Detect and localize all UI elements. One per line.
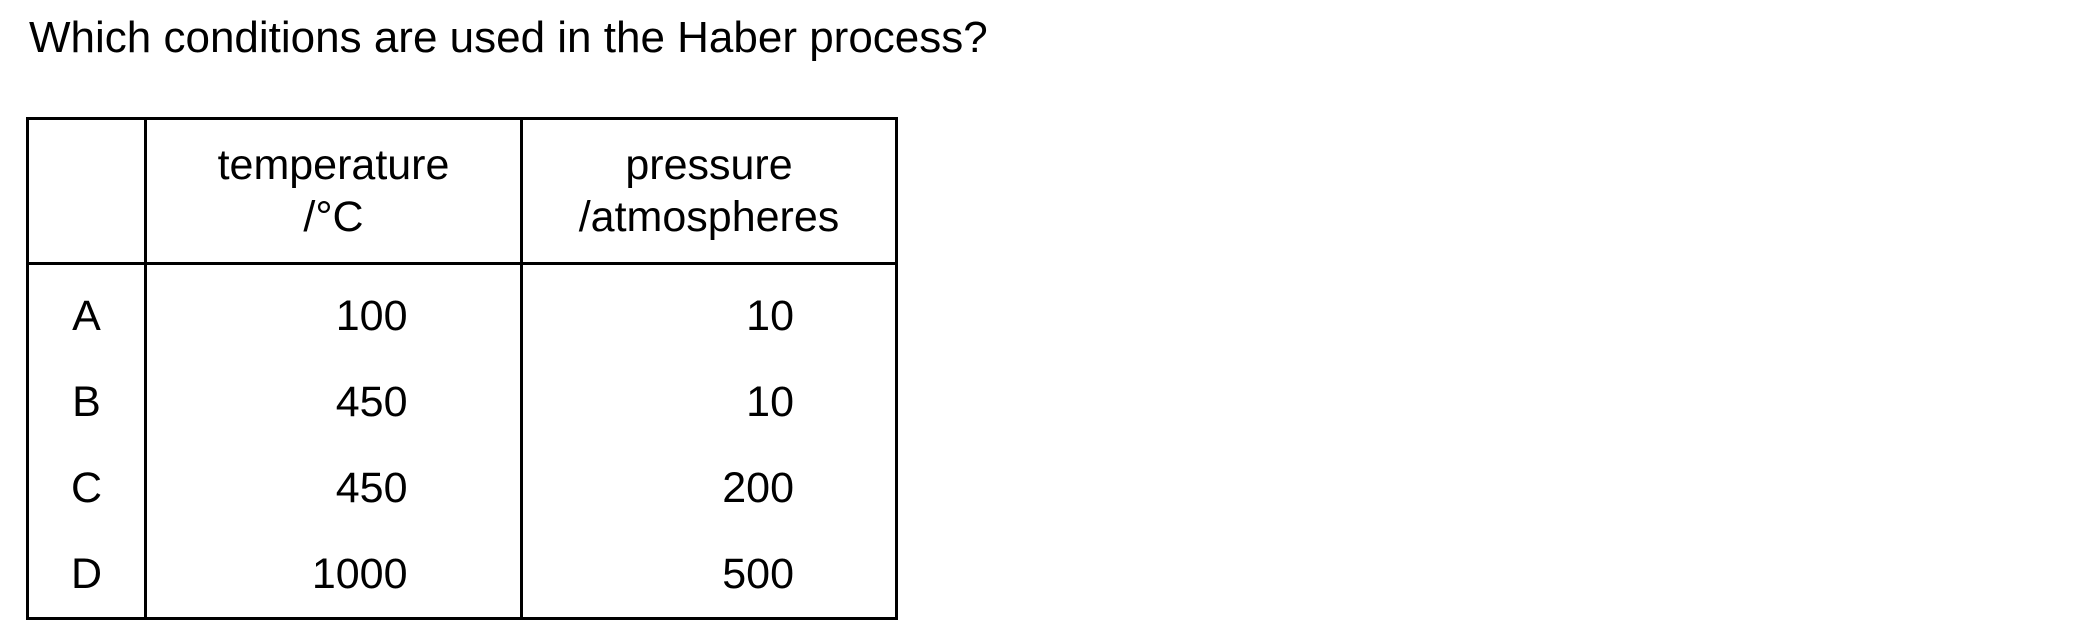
pressure-value: 10 [746,291,794,340]
temperature-header-cell: temperature /°C [144,117,523,265]
pressure-header-label: pressure [625,141,793,189]
option-letter: B [26,359,147,445]
option-letter: C [26,445,147,531]
temperature-cell: 1000 [144,531,523,620]
temperature-cell: 450 [144,445,523,531]
temperature-value: 100 [335,291,408,340]
temperature-header-unit: /°C [303,193,364,241]
temperature-cell: 450 [144,359,523,445]
option-letter: D [26,531,147,620]
pressure-header-unit: /atmospheres [578,193,840,241]
option-header-cell [26,117,147,265]
pressure-value: 200 [722,463,794,512]
pressure-header-cell: pressure /atmospheres [520,117,898,265]
table-header-row: temperature /°C pressure /atmospheres [26,117,898,265]
temperature-header-label: temperature [217,141,450,189]
pressure-cell: 500 [520,531,898,620]
answer-options-table: temperature /°C pressure /atmospheres A … [26,117,898,620]
table-row: B 450 10 [26,359,898,445]
pressure-cell: 10 [520,263,898,359]
table-row: A 100 10 [26,263,898,359]
table-row: C 450 200 [26,445,898,531]
temperature-value: 450 [335,463,408,512]
table-row: D 1000 500 [26,531,898,620]
option-letter: A [26,263,147,359]
temperature-value: 450 [335,377,408,426]
question-text: Which conditions are used in the Haber p… [29,13,988,62]
temperature-cell: 100 [144,263,523,359]
pressure-cell: 10 [520,359,898,445]
temperature-value: 1000 [311,549,408,598]
pressure-value: 10 [746,377,794,426]
pressure-cell: 200 [520,445,898,531]
pressure-value: 500 [722,549,794,598]
